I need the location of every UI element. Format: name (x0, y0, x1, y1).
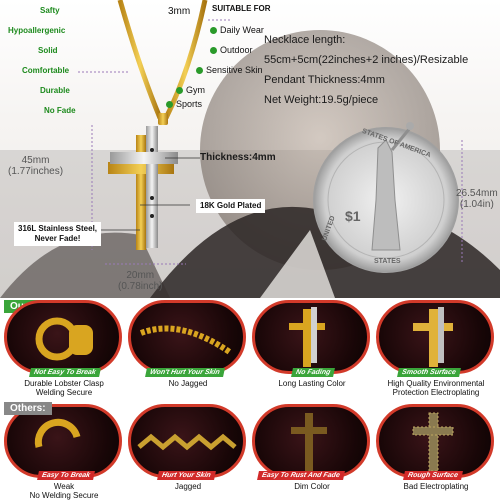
ours-cell-clasp (4, 300, 122, 374)
stainless-line-1: 316L Stainless Steel, (18, 224, 98, 233)
ours-caption-clasp: Durable Lobster Clasp Welding Secure (2, 379, 126, 397)
ours-tag-smooth: Smooth Surface (397, 368, 461, 377)
caption-line-2: No Welding Secure (29, 491, 99, 500)
suitable-gym: Gym (186, 85, 205, 95)
others-cell-color (252, 404, 370, 478)
feature-hypoallergenic: Hypoallergenic (8, 26, 66, 35)
suitable-outdoor: Outdoor (220, 45, 253, 55)
product-info-panel: Safty Hypoallergenic Solid Comfortable D… (0, 0, 500, 298)
caption-line-1: Long Lasting Color (278, 379, 346, 388)
others-header: Others: (4, 402, 52, 415)
chain-width: 3mm (168, 6, 191, 17)
spec-thickness: Pendant Thickness:4mm (264, 74, 385, 86)
caption-line-1: Bad Electroplating (403, 482, 469, 491)
pendant-width: 20mm (0.78inch) (118, 270, 162, 292)
coin-in: (1.04in) (459, 199, 494, 210)
others-tag-rust-fade: Easy To Rust And Fade (257, 471, 345, 480)
spec-length-value: 55cm+5cm(22inches+2 inches)/Resizable (264, 54, 469, 66)
stainless-line-2: Never Fade! (34, 234, 81, 243)
ours-tag-wont-hurt: Won't Hurt Your Skin (145, 368, 225, 377)
coin-value: $1 (345, 208, 361, 224)
ours-caption-surface: High Quality Environmental Protection El… (374, 379, 498, 397)
caption-line-1: High Quality Environmental (387, 379, 485, 388)
suitable-sensitive-skin: Sensitive Skin (206, 65, 263, 75)
cross-gold-image (289, 307, 325, 367)
caption-line-1: No Jagged (168, 379, 208, 388)
bullet-dot (210, 47, 217, 54)
caption-line-1: Weak (53, 482, 75, 491)
suitable-for-title: SUITABLE FOR (212, 4, 271, 13)
specs-block: Necklace length: 55cm+5cm(22inches+2 inc… (264, 30, 468, 110)
height-in: (1.77inches) (8, 166, 64, 177)
bullet-dot (176, 87, 183, 94)
others-tag-easy-break: Easy To Break (37, 471, 95, 480)
ours-cell-chain (128, 300, 246, 374)
height-mm: 45mm (21, 155, 50, 166)
caption-line-1: Dim Color (294, 482, 330, 491)
callout-thickness: Thickness:4mm (200, 152, 276, 163)
chain-image (139, 325, 233, 356)
caption-line-2: Welding Secure (35, 388, 93, 397)
bullet-dot (196, 67, 203, 74)
feature-safty: Safty (40, 6, 60, 15)
suitable-daily-wear: Daily Wear (220, 25, 264, 35)
callout-stainless: 316L Stainless Steel, Never Fade! (14, 222, 102, 246)
others-cell-surface (376, 404, 494, 478)
others-tag-rough: Rough Surface (403, 471, 463, 480)
spec-weight: Net Weight:19.5g/piece (264, 94, 379, 106)
others-caption-color: Dim Color (250, 482, 374, 491)
clasp-image (35, 317, 93, 361)
bullet-dot (166, 101, 173, 108)
coin-text-bottom: STATES (374, 258, 401, 265)
ours-caption-chain: No Jagged (126, 379, 250, 388)
cross-surface-image (413, 307, 453, 367)
ours-cell-surface (376, 300, 494, 374)
ours-tag-no-fading: No Fading (291, 368, 336, 377)
feature-comfortable: Comfortable (22, 66, 70, 75)
jagged-chain-image (137, 433, 237, 451)
ours-tag-not-easy-break: Not Easy To Break (29, 368, 101, 377)
rough-cross-image (412, 412, 454, 472)
suitable-sports: Sports (176, 99, 203, 109)
caption-line-1: Jagged (174, 482, 202, 491)
ours-cell-color (252, 300, 370, 374)
others-cell-clasp (4, 404, 122, 478)
callout-gold-plated: 18K Gold Plated (196, 199, 266, 213)
spec-length-label: Necklace length: (264, 34, 346, 46)
feature-durable: Durable (40, 86, 70, 95)
pendant-height: 45mm (1.77inches) (8, 155, 63, 177)
width-in: (0.78inch) (118, 281, 163, 292)
coin-mm: 26.54mm (456, 188, 498, 199)
feature-no-fade: No Fade (44, 106, 76, 115)
dim-cross-image (291, 413, 327, 471)
bullet-dot (210, 27, 217, 34)
coin-diameter: 26.54mm (1.04in) (456, 188, 498, 210)
feature-solid: Solid (38, 46, 58, 55)
width-mm: 20mm (126, 270, 155, 281)
broken-clasp-image (34, 418, 81, 448)
others-tag-hurt-skin: Hurt Your Skin (157, 471, 216, 480)
others-caption-clasp: Weak No Welding Secure (2, 482, 126, 500)
ours-caption-color: Long Lasting Color (250, 379, 374, 388)
caption-line-2: Protection Electroplating (392, 388, 480, 397)
others-caption-surface: Bad Electroplating (374, 482, 498, 491)
caption-line-1: Durable Lobster Clasp (24, 379, 104, 388)
others-caption-chain: Jagged (126, 482, 250, 491)
others-cell-chain (128, 404, 246, 478)
